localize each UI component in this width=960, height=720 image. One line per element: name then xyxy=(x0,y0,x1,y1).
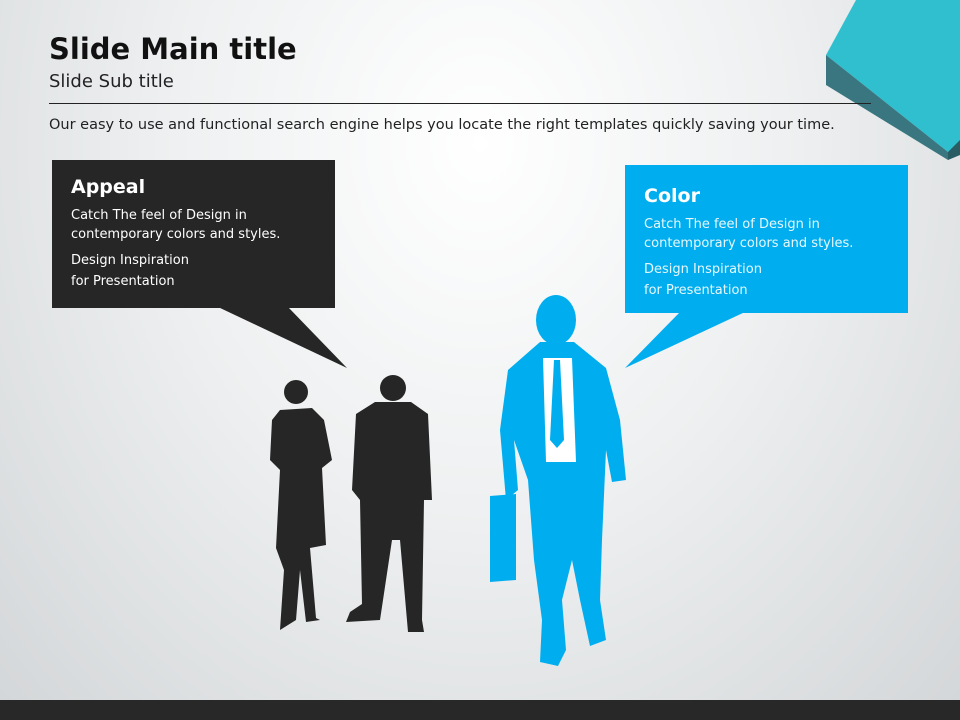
callout-line: Design Inspiration xyxy=(644,262,762,277)
color-callout: Color Catch The feel of Design in contem… xyxy=(625,165,908,313)
man-silhouette-dark xyxy=(346,375,432,632)
callout-text: Catch The feel of Design in contemporary… xyxy=(71,208,281,242)
color-callout-tail xyxy=(625,312,745,368)
woman-silhouette xyxy=(270,380,332,630)
tie xyxy=(550,360,564,448)
man-silhouette-blue xyxy=(490,295,626,666)
appeal-callout: Appeal Catch The feel of Design in conte… xyxy=(52,160,335,308)
callout-line: Design Inspiration xyxy=(71,253,189,268)
slide-subtitle: Slide Sub title xyxy=(49,71,174,92)
slide-title: Slide Main title xyxy=(49,32,297,66)
appeal-callout-tail xyxy=(218,307,347,368)
callout-heading: Color xyxy=(644,185,700,207)
callout-heading: Appeal xyxy=(71,176,146,198)
callout-text: Catch The feel of Design in contemporary… xyxy=(644,217,854,251)
corner-3d-block xyxy=(826,0,960,160)
callout-text: Design Inspiration for Presentation xyxy=(71,250,316,292)
callout-text: Design Inspiration for Presentation xyxy=(644,259,889,301)
footer-bar xyxy=(0,700,960,720)
callout-line: for Presentation xyxy=(71,274,175,289)
slide-body-text: Our easy to use and functional search en… xyxy=(49,117,835,133)
title-divider xyxy=(49,103,871,104)
callout-line: for Presentation xyxy=(644,283,748,298)
